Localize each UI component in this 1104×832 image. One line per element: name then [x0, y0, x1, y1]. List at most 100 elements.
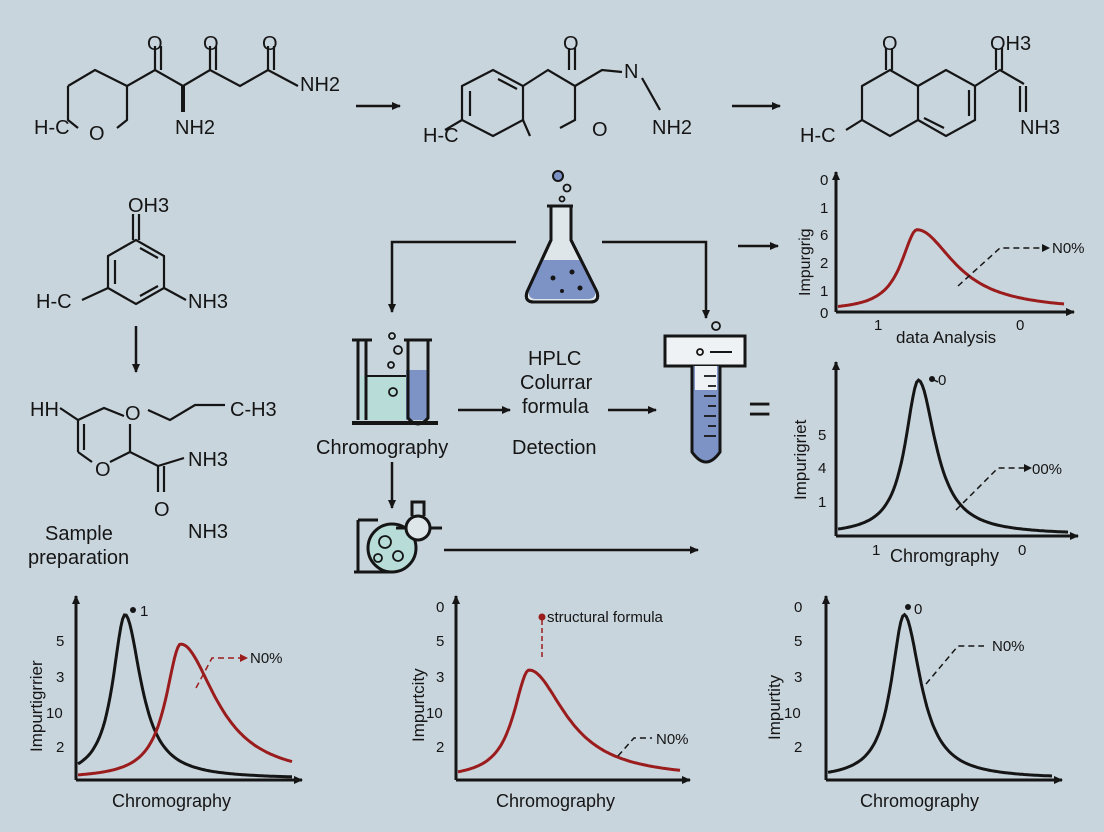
y-tick-label: 0: [794, 599, 802, 616]
series-line-data-analysis: [837, 228, 1065, 308]
y-tick-label: 5: [436, 633, 444, 650]
detector-tube-icon: [663, 321, 747, 464]
y-tick-label: 6: [820, 227, 828, 244]
detection-label: Detection: [512, 437, 597, 459]
mol5-oxygen-2: O: [95, 459, 111, 481]
mol2-ring-oxygen: O: [592, 119, 608, 141]
erlenmeyer-flask-icon: [524, 170, 600, 304]
mol3-methyl: H-C: [800, 125, 836, 147]
x-tick-label: 1: [872, 542, 880, 559]
x-tick-label: 0: [1016, 317, 1024, 334]
sample-preparation-label-line1: Sample: [45, 523, 113, 545]
y-tick-label: 0: [820, 305, 828, 322]
mol2-nitrogen: N: [624, 61, 638, 83]
mol5-hh: HH: [30, 399, 59, 421]
annotation-label: N0%: [656, 731, 689, 748]
y-tick-label: 3: [56, 669, 64, 686]
series-line-chromatography-center: [457, 668, 681, 774]
y-axis-label: Impurtigrrier: [27, 660, 46, 752]
hplc-column-label: Colurrar: [520, 372, 593, 394]
annotation-label: 1: [140, 603, 148, 620]
molecule-2: [444, 48, 661, 138]
annotation-label: 0: [914, 601, 922, 618]
y-tick-label: 1: [818, 494, 826, 511]
y-tick-label: 2: [794, 739, 802, 756]
series-line-chromatography-right: [837, 378, 1069, 534]
mol1-oxygen-3: O: [262, 33, 278, 55]
y-tick-label: 2: [820, 255, 828, 272]
molecule-1: [66, 46, 299, 129]
y-tick-label: 3: [436, 669, 444, 686]
annotation-label: 00%: [1032, 461, 1062, 478]
y-tick-label: 5: [56, 633, 64, 650]
lab-apparatus-icon: [354, 500, 442, 574]
x-axis-label: Chromgraphy: [890, 546, 999, 566]
x-axis-label: data Analysis: [896, 328, 996, 347]
y-tick-label: 1: [820, 283, 828, 300]
series-line-chromatography-bottom-right: [827, 612, 1053, 778]
series-line-black: [77, 613, 292, 779]
y-tick-label: 1: [820, 200, 828, 217]
x-axis-label: Chromography: [112, 791, 231, 811]
y-axis-label: Impurigriet: [791, 419, 810, 500]
mol5-oxygen-3: O: [154, 499, 170, 521]
hplc-formula-label: formula: [522, 396, 590, 418]
y-tick-label: 0: [436, 599, 444, 616]
mol1-oxygen-2: O: [203, 33, 219, 55]
molecule-3: [845, 48, 1028, 138]
x-axis-label: Chromography: [860, 791, 979, 811]
y-tick-label: 10: [426, 705, 443, 722]
y-tick-label: 10: [46, 705, 63, 722]
y-axis-label: Impurgrig: [797, 228, 814, 296]
mol5-amine-2: NH3: [188, 521, 228, 543]
chromography-label: Chromography: [316, 437, 448, 459]
mol3-amine: NH3: [1020, 117, 1060, 139]
mol4-hydroxyl: OH3: [128, 195, 169, 217]
mol1-ring-oxygen: O: [89, 123, 105, 145]
y-tick-label: 2: [436, 739, 444, 756]
chart-data-analysis: N0% 0 1 6 2 1 0 1 0 data Analysis Impurg…: [797, 171, 1085, 347]
y-tick-label: 3: [794, 669, 802, 686]
y-tick-label: 2: [56, 739, 64, 756]
mol2-amine: NH2: [652, 117, 692, 139]
series-line-red: [77, 642, 293, 777]
chart-chromatography-bottom-right: 0 N0% 0 5 3 10 2 Chromography Impurtity: [765, 595, 1063, 811]
mol3-hydroxyl: OH3: [990, 33, 1031, 55]
annotation-label: 0: [938, 372, 946, 389]
chart-chromatography-center: structural formula N0% 0 5 3 10 2 Chromo…: [409, 595, 691, 811]
mol5-oxygen-1: O: [125, 403, 141, 425]
annotation-label: N0%: [250, 650, 283, 667]
arrow-flask-to-chromatography: [388, 240, 516, 313]
mol4-amine: NH3: [188, 291, 228, 313]
chart-chromatography-left: 1 N0% 5 3 10 2 Chromography Impurtigrrie…: [27, 595, 303, 811]
hplc-label: HPLC: [528, 348, 581, 370]
annotation-label: N0%: [1052, 240, 1085, 257]
y-tick-label: 0: [820, 172, 828, 189]
molecule-5: [59, 403, 225, 492]
test-tubes-icon: [352, 332, 438, 426]
y-tick-label: 10: [784, 705, 801, 722]
mol1-amine-2: NH2: [175, 117, 215, 139]
y-tick-label: 5: [794, 633, 802, 650]
x-axis-label: Chromography: [496, 791, 615, 811]
y-axis-label: Impurtity: [765, 674, 784, 740]
chart-chromatography-right: 0 00% 5 4 1 1 0 Chromgraphy Impurigriet: [791, 361, 1079, 566]
mol1-oxygen-1: O: [147, 33, 163, 55]
x-tick-label: 1: [874, 317, 882, 334]
annotation-label: N0%: [992, 638, 1025, 655]
annotation-label: structural formula: [547, 609, 664, 626]
mol2-methyl: H-C: [423, 125, 459, 147]
equals-sign: =: [748, 387, 771, 431]
mol5-methyl: C-H3: [230, 399, 277, 421]
mol1-methyl: H-C: [34, 117, 70, 139]
y-tick-label: 5: [818, 427, 826, 444]
mol1-amine-1: NH2: [300, 74, 340, 96]
molecule-4: [81, 214, 187, 306]
sample-preparation-label-line2: preparation: [28, 547, 129, 569]
y-axis-label: Impurtcity: [409, 668, 428, 742]
arrow-flask-to-detection: [602, 240, 710, 319]
mol3-oxygen: O: [882, 33, 898, 55]
mol4-methyl: H-C: [36, 291, 72, 313]
mol2-oxygen-1: O: [563, 33, 579, 55]
